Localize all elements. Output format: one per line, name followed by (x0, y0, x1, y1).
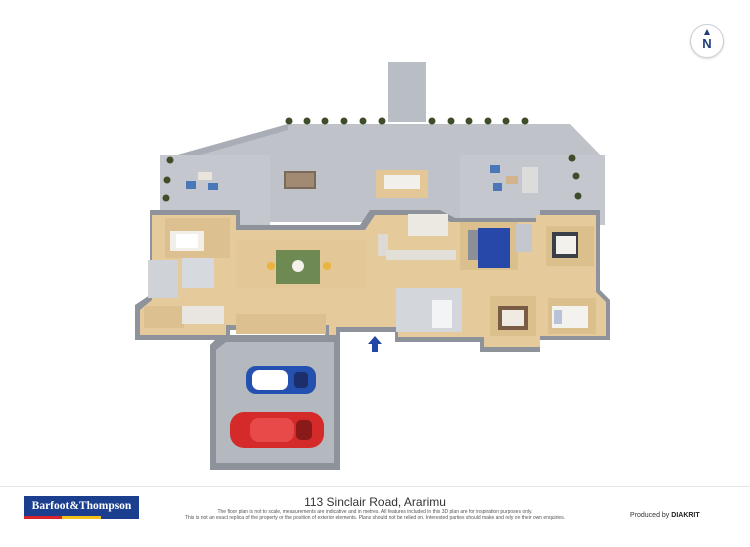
blue-car (246, 366, 316, 394)
ensuite (148, 260, 178, 298)
produced-by-prefix: Produced by (630, 512, 670, 519)
rooms (144, 170, 596, 336)
producer-name: DIAKRIT (671, 512, 700, 519)
bathroom (396, 288, 462, 332)
agency-logo: Barfoot&Thompson (24, 496, 139, 519)
outdoor-furniture (186, 165, 538, 193)
logo-stripes (24, 516, 139, 519)
disclaimer-line-1: The floor plan is not to scale, measurem… (217, 509, 533, 515)
hallway (236, 314, 326, 334)
study (144, 306, 184, 328)
disclaimer-line-2: This is not an exact replica of the prop… (184, 515, 566, 521)
footer-divider (0, 486, 750, 487)
produced-by: Produced by DIAKRIT (630, 512, 700, 519)
north-arrow-icon (704, 29, 710, 35)
deck-planters (162, 117, 582, 202)
outdoor-deck (160, 62, 605, 225)
red-car (230, 412, 324, 448)
kitchen-island (408, 214, 448, 236)
entry-arrow-icon (368, 336, 382, 352)
north-compass: N (690, 24, 724, 58)
compass-label: N (702, 36, 712, 51)
family-rug (478, 228, 510, 268)
property-address: 113 Sinclair Road, Ararimu (304, 495, 446, 509)
agency-name: Barfoot&Thompson (31, 500, 132, 512)
garage (210, 335, 340, 470)
wardrobe (182, 258, 214, 288)
laundry (182, 306, 224, 324)
